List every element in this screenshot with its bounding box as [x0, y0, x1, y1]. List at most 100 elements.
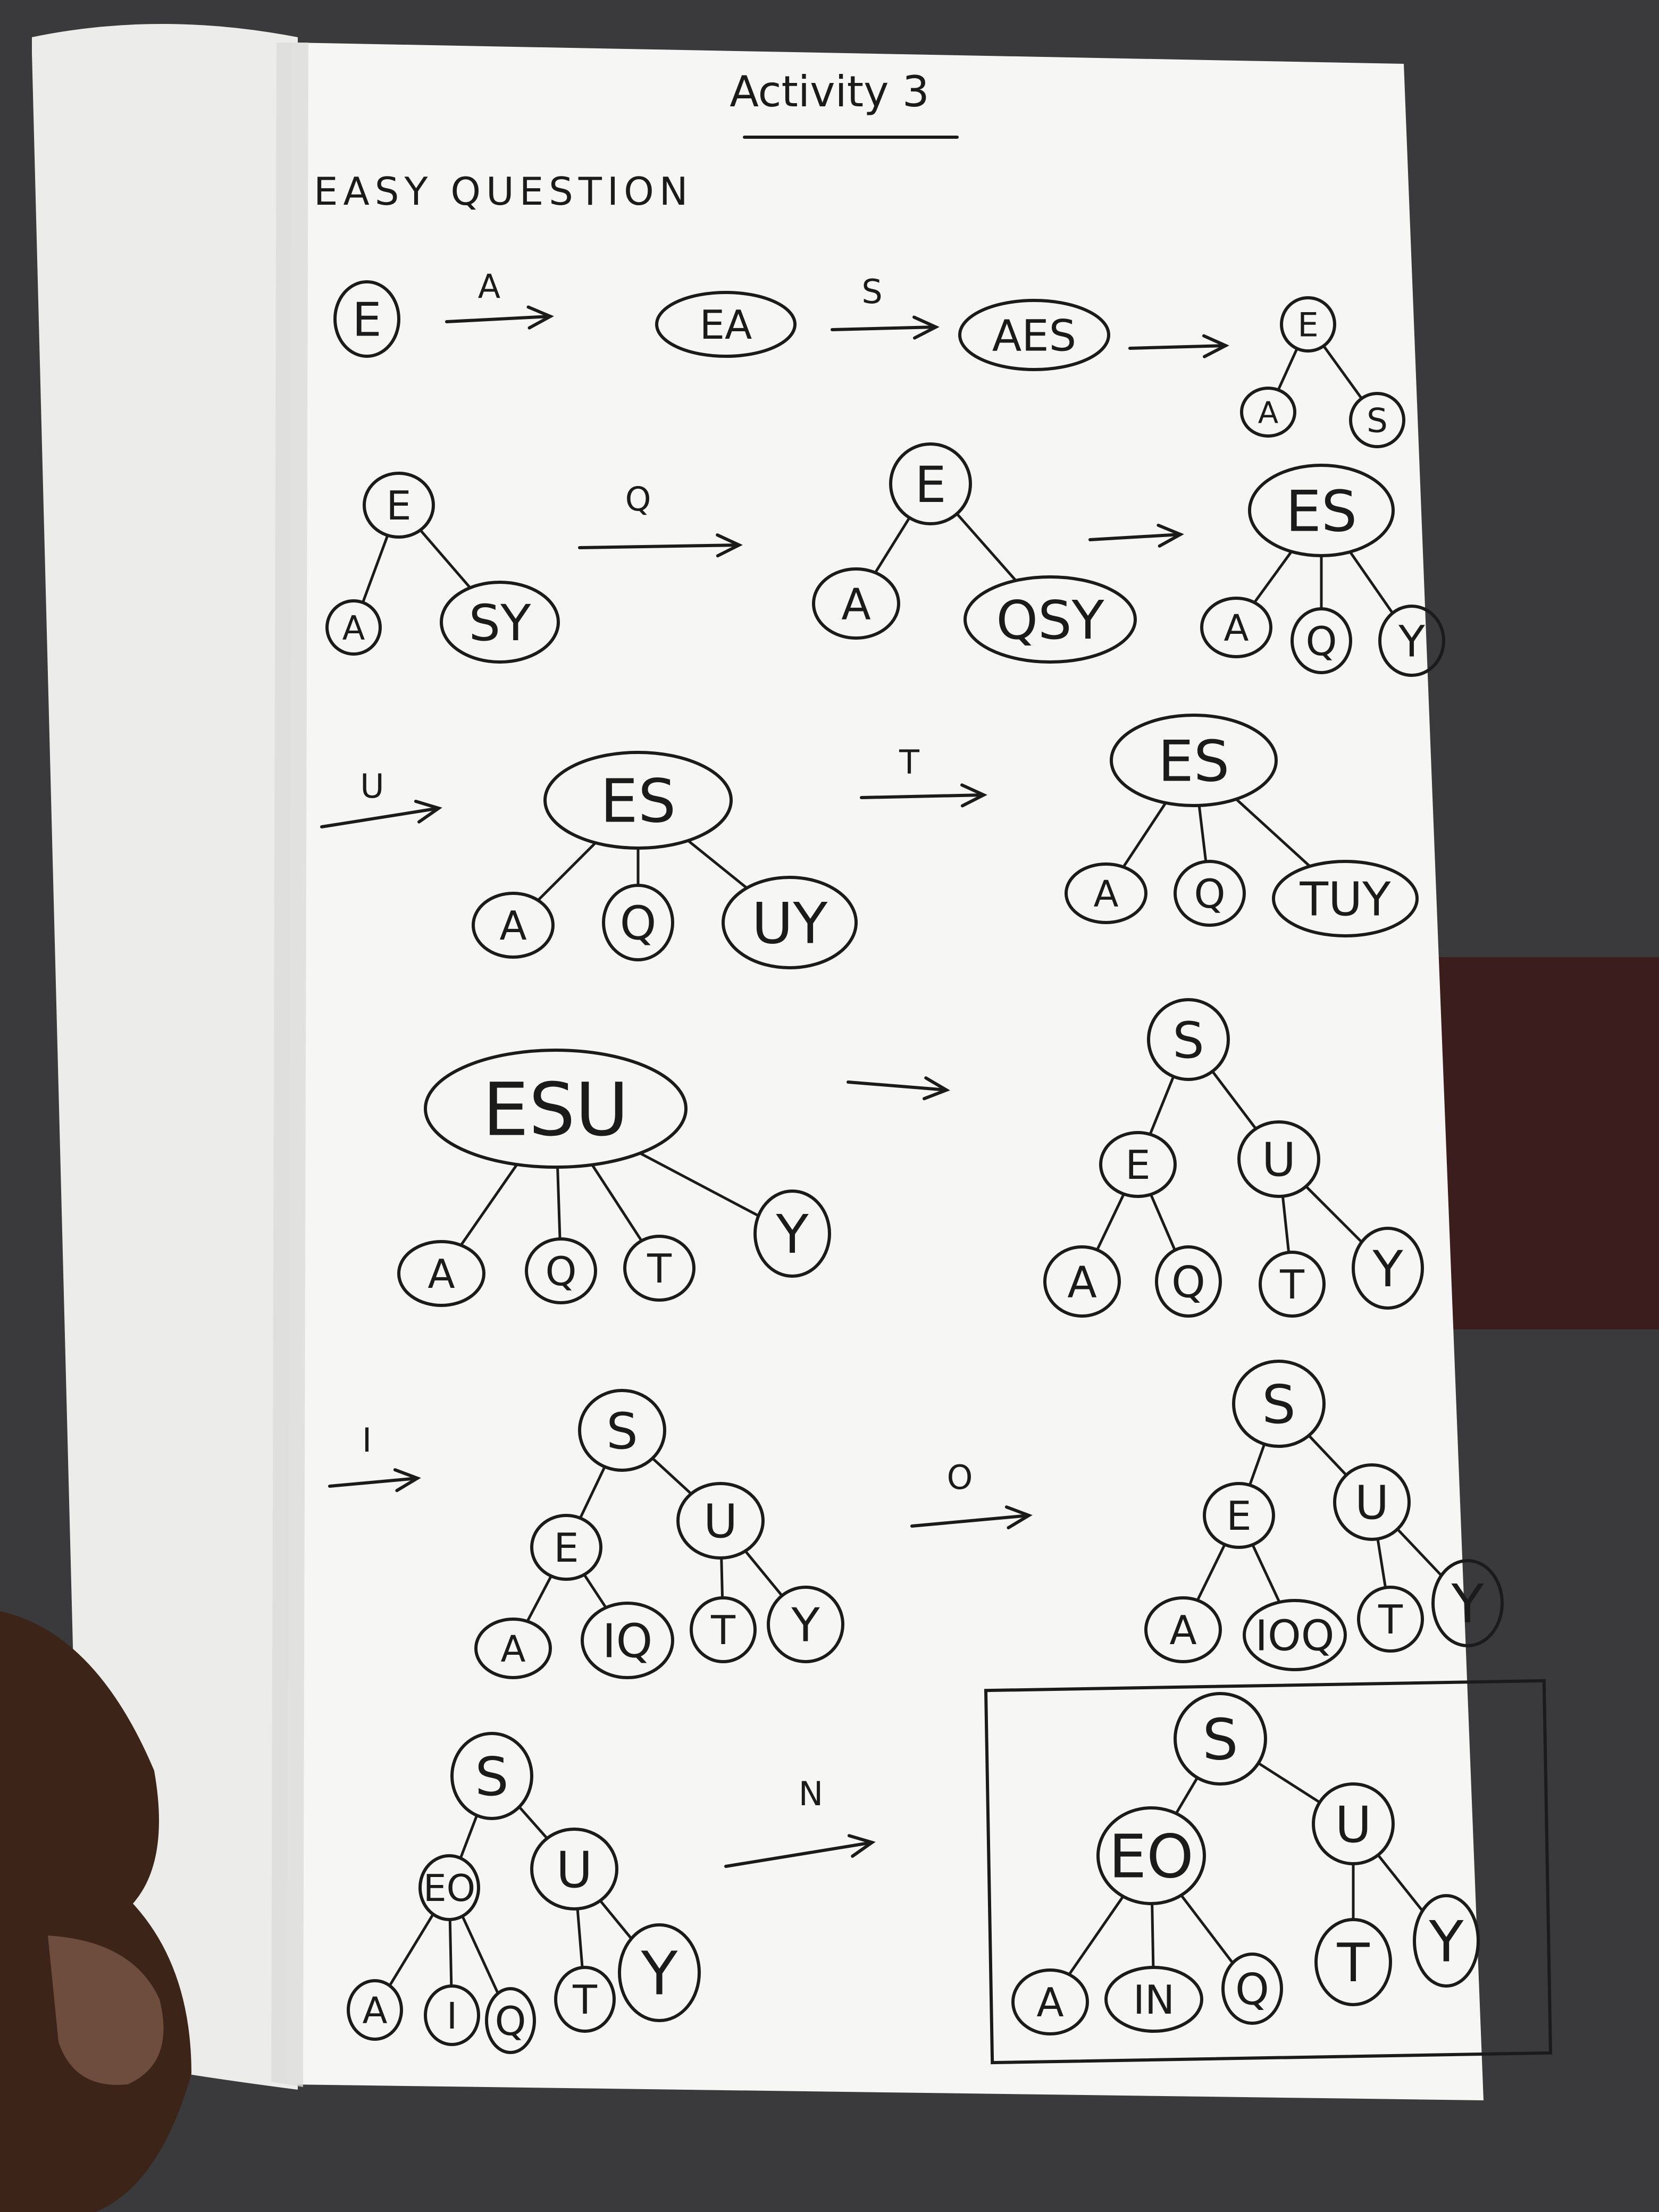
arrow-head — [1202, 334, 1229, 358]
node-n61: U — [1312, 1782, 1395, 1865]
edge-n53-n58 — [599, 1899, 633, 1940]
node-label: EO — [1109, 1822, 1194, 1892]
edge-n31-n33 — [1095, 1193, 1125, 1252]
edge-n30-n31 — [1149, 1075, 1175, 1136]
node-outline — [397, 1240, 485, 1307]
node-label: UY — [752, 891, 828, 957]
node-outline — [690, 1596, 757, 1663]
arrow-shaft — [1128, 344, 1227, 350]
node-n66: Y — [1413, 1894, 1480, 1988]
node-label: IN — [1133, 1976, 1175, 2023]
edge-n25-n29 — [639, 1152, 760, 1217]
node-outline — [1352, 1227, 1424, 1310]
arrow-head — [847, 1834, 876, 1858]
node-label: Y — [1398, 617, 1425, 667]
node-label: IOQ — [1255, 1611, 1335, 1661]
node-n8: A — [325, 599, 382, 656]
node-label: E — [554, 1524, 579, 1571]
node-outline — [1200, 597, 1272, 658]
arrow-shaft — [847, 1080, 948, 1092]
node-label: Y — [1451, 1573, 1484, 1635]
edge-n21-n22 — [1122, 801, 1167, 868]
node-outline — [333, 280, 400, 358]
arrow-a8 — [847, 1076, 950, 1101]
node-n9: SY — [440, 581, 560, 664]
node-outline — [767, 1586, 844, 1663]
node-label: U — [556, 1841, 593, 1899]
node-label: Q — [1235, 1965, 1269, 2015]
arrow-head — [1157, 523, 1184, 548]
node-label: S — [1202, 1707, 1238, 1773]
node-outline — [440, 581, 560, 664]
edge-n51-n53 — [518, 1805, 549, 1840]
node-n55: I — [424, 1984, 480, 2046]
edge-n10-n11 — [874, 516, 911, 574]
arrow-label: S — [861, 272, 882, 311]
node-n64: Q — [1221, 1953, 1283, 2025]
node-outline — [1272, 860, 1419, 937]
node-outline — [1104, 1966, 1203, 2033]
node-n57: T — [554, 1966, 616, 2033]
arrow-head — [923, 1076, 950, 1101]
node-label: Y — [775, 1203, 809, 1266]
edge-n44-n45 — [1248, 1443, 1266, 1487]
node-outline — [655, 291, 797, 358]
node-label: A — [1067, 1258, 1097, 1308]
node-outline — [812, 567, 900, 640]
node-label: A — [362, 1990, 387, 2032]
node-n12: QSY — [963, 575, 1137, 664]
arrow-head — [526, 305, 554, 330]
arrow-shaft — [831, 325, 937, 331]
node-label: A — [1169, 1607, 1196, 1654]
arrow-a2: S — [831, 272, 940, 340]
node-n59: S — [1174, 1692, 1267, 1786]
node-label: A — [428, 1251, 455, 1297]
thumbnail-nail — [48, 1936, 164, 2085]
node-n60: EO — [1096, 1806, 1206, 1905]
arrow-shaft — [445, 315, 552, 323]
node-label: A — [1093, 873, 1118, 916]
node-outline — [543, 751, 733, 850]
node-outline — [530, 1514, 602, 1581]
edge-n32-n35 — [1281, 1195, 1291, 1254]
edge-n10-n12 — [956, 512, 1017, 582]
arrow-label: A — [478, 267, 500, 306]
edge-n45-n47 — [1196, 1543, 1226, 1602]
node-label: Y — [1429, 1909, 1464, 1975]
edge-n32-n36 — [1304, 1185, 1363, 1244]
node-label: T — [572, 1976, 598, 2023]
node-n20: UY — [722, 876, 858, 969]
node-n46: U — [1333, 1463, 1411, 1541]
node-outline — [525, 1237, 597, 1304]
node-n53: U — [530, 1828, 618, 1911]
node-outline — [450, 1732, 533, 1820]
node-label: EO — [423, 1867, 475, 1910]
arrow-head — [912, 315, 940, 340]
node-n15: Q — [1291, 607, 1352, 674]
edge-n46-n50 — [1396, 1528, 1443, 1577]
node-outline — [1280, 296, 1336, 353]
node-n6: S — [1349, 392, 1405, 448]
node-n43: Y — [767, 1586, 844, 1663]
node-n58: Y — [618, 1923, 701, 2022]
edge-n17-n20 — [686, 839, 748, 890]
edge-n45-n48 — [1251, 1543, 1281, 1604]
node-n26: A — [397, 1240, 485, 1307]
node-outline — [1174, 1692, 1267, 1786]
edge-n25-n26 — [459, 1163, 518, 1247]
edge-n25-n27 — [556, 1166, 562, 1241]
node-outline — [602, 884, 674, 961]
arrow-shaft — [578, 543, 741, 549]
node-n5: A — [1240, 387, 1296, 438]
node-label: AES — [992, 311, 1077, 361]
node-label: E — [386, 482, 411, 529]
node-outline — [472, 892, 555, 959]
node-n14: A — [1200, 597, 1272, 658]
node-outline — [1174, 860, 1246, 927]
edge-n7-n9 — [419, 529, 472, 589]
edge-n30-n32 — [1211, 1070, 1258, 1130]
node-label: S — [1367, 401, 1388, 440]
arrow-a11: N — [724, 1774, 876, 1868]
